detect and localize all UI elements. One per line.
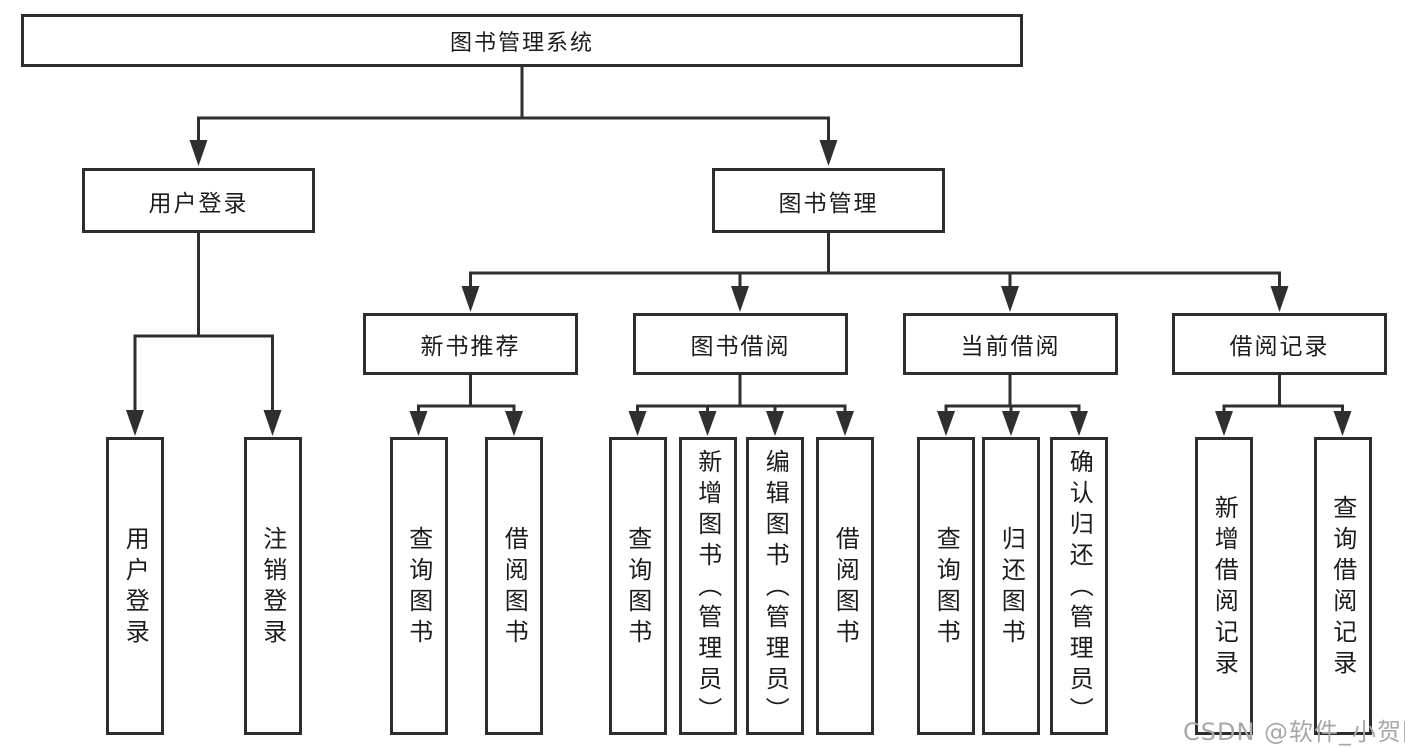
node-borrow-records: 借阅记录 — [1172, 313, 1387, 375]
leaf-borrow-books-borrow: 借阅图书 — [816, 437, 874, 735]
leaf-confirm-return-admin: 确认归还（管理员） — [1050, 437, 1108, 735]
node-library-management-system: 图书管理系统 — [21, 14, 1023, 67]
leaf-return-books: 归还图书 — [982, 437, 1040, 735]
leaf-add-books-admin: 新增图书（管理员） — [678, 437, 737, 735]
leaf-query-books-recommend: 查询图书 — [389, 437, 448, 735]
connector-root-to-level2 — [189, 67, 838, 166]
node-book-management: 图书管理 — [712, 168, 945, 233]
leaf-logout: 注销登录 — [243, 437, 302, 735]
connector-book-management-to-level3 — [461, 233, 1289, 312]
leaf-edit-books-admin: 编辑图书（管理员） — [746, 437, 804, 735]
connector-book-borrow-to-leaves — [628, 375, 854, 436]
leaf-borrow-books-recommend: 借阅图书 — [485, 437, 543, 735]
connector-borrow-records-to-leaves — [1215, 375, 1352, 436]
connector-current-borrow-to-leaves — [937, 375, 1088, 436]
connector-new-book-recommend-to-leaves — [409, 375, 523, 436]
node-current-borrow: 当前借阅 — [903, 313, 1118, 375]
node-book-borrow: 图书借阅 — [633, 313, 848, 375]
node-new-book-recommend: 新书推荐 — [363, 313, 578, 375]
node-user-login: 用户登录 — [82, 168, 315, 233]
leaf-query-books-borrow: 查询图书 — [608, 437, 667, 735]
connector-user-login-to-leaves — [126, 233, 282, 436]
csdn-watermark: CSDN @软件_小贺同学 — [1183, 718, 1405, 746]
leaf-query-books-current: 查询图书 — [917, 437, 975, 735]
leaf-user-login: 用户登录 — [106, 437, 164, 735]
leaf-add-borrow-record: 新增借阅记录 — [1195, 437, 1253, 735]
leaf-query-borrow-record: 查询借阅记录 — [1313, 437, 1372, 735]
